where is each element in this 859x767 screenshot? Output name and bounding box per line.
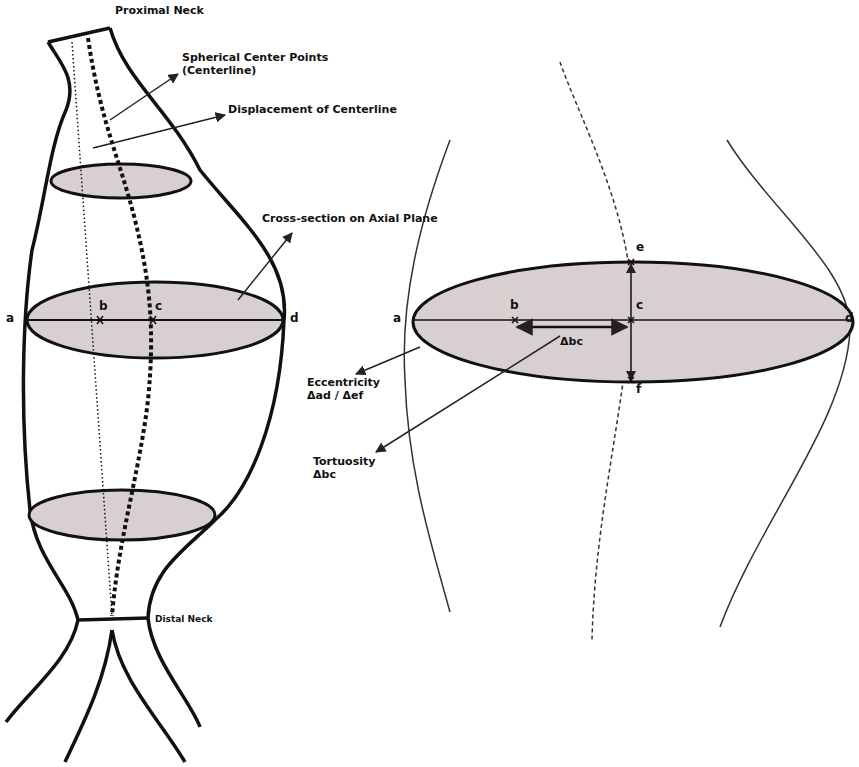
point-letter: d (845, 312, 854, 326)
point-letter: f (636, 383, 641, 397)
point-letter: d (290, 312, 299, 326)
part-name: Proximal Neck (115, 5, 204, 18)
point-letter: b (99, 300, 108, 314)
dimension-label: Δbc (560, 336, 583, 349)
part-name: Distal Neck (155, 614, 212, 624)
leader-label: Displacement of Centerline (228, 104, 397, 117)
point-letter: b (510, 299, 519, 313)
point-letter: c (155, 300, 162, 314)
point-letter: a (393, 312, 401, 326)
point-letter: e (636, 241, 644, 255)
leader-label: Cross-section on Axial Plane (262, 213, 438, 226)
measure-label: Tortuosity Δbc (313, 456, 388, 481)
measure-label: Eccentricity Δad / Δef (307, 377, 399, 402)
point-letter: a (6, 312, 14, 326)
point-letter: c (636, 299, 643, 313)
leader-label: Spherical Center Points (Centerline) (182, 52, 342, 77)
